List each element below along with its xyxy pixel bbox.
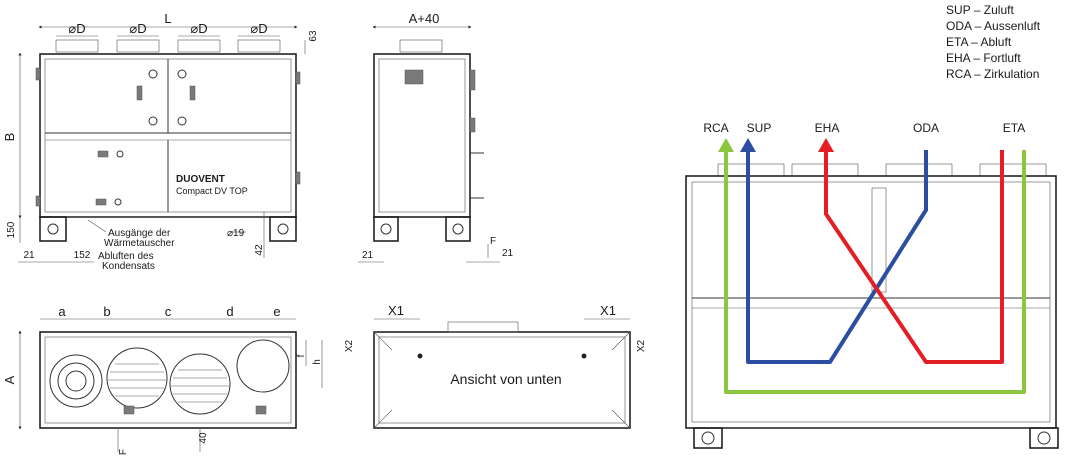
flow-label-eha: EHA xyxy=(815,121,840,135)
flow-label-eta: ETA xyxy=(1003,121,1025,135)
legend-eta: ETA – Abluft xyxy=(946,35,1012,49)
flow-label-sup: SUP xyxy=(747,121,772,135)
flow-arrow-sup xyxy=(740,138,756,152)
dim-side-f: F xyxy=(490,236,496,247)
dim-e: e xyxy=(273,304,280,319)
dim-height: B xyxy=(2,133,17,142)
flow-arrow-rca xyxy=(718,138,734,152)
dim-drain: ⌀19 xyxy=(227,228,245,239)
dim-left: 21 xyxy=(23,250,35,261)
flow-label-rca: RCA xyxy=(703,121,728,135)
dim-c: c xyxy=(165,304,172,319)
flow-path-sup xyxy=(746,148,928,364)
flow-path-eha xyxy=(824,148,1004,364)
note-outlets-1: Ausgänge der xyxy=(108,228,171,239)
dim-x2-right: X2 xyxy=(636,339,647,352)
legend-eha: EHA – Fortluft xyxy=(946,51,1021,65)
legend: SUP – Zuluft ODA – Aussenluft ETA – Ablu… xyxy=(946,3,1041,81)
flow-diagram: RCA SUP EHA ODA ETA xyxy=(685,121,1059,449)
bottom-view: Ansicht von unten X1 X1 X2 X2 xyxy=(344,303,647,429)
dim-b: b xyxy=(103,304,110,319)
dim-side-21a: 21 xyxy=(362,250,374,261)
dim-duct-2: ⌀D xyxy=(129,21,146,36)
dim-length: L xyxy=(164,11,171,26)
note-outlets-2: Wärmetauscher xyxy=(104,238,175,249)
flow-arrow-eha xyxy=(818,138,834,152)
brand-model: Compact DV TOP xyxy=(176,186,248,196)
note-drain-1: Abluften des xyxy=(98,251,154,262)
note-drain-2: Kondensats xyxy=(102,261,155,272)
dim-x2-left: X2 xyxy=(344,339,355,352)
dim-a: a xyxy=(58,304,66,319)
dim-top: 63 xyxy=(308,30,319,42)
dim-x1-right: X1 xyxy=(600,303,616,318)
dim-duct-4: ⌀D xyxy=(250,21,267,36)
dim-F-top: F xyxy=(118,449,129,455)
legend-rca: RCA – Zirkulation xyxy=(946,67,1039,81)
bottom-view-title: Ansicht von unten xyxy=(450,371,561,387)
dim-top-a: A xyxy=(2,375,17,384)
dim-duct-3: ⌀D xyxy=(190,21,207,36)
top-view: a b c d e A f h F 40 xyxy=(2,304,323,455)
legend-oda: ODA – Aussenluft xyxy=(946,19,1041,33)
dim-f-small: f xyxy=(296,354,307,357)
dim-duct-1: ⌀D xyxy=(68,21,85,36)
front-view: DUOVENT Compact DV TOP L ⌀D ⌀D ⌀D ⌀D 63 … xyxy=(2,11,319,272)
legend-sup: SUP – Zuluft xyxy=(946,3,1014,17)
dim-152: 152 xyxy=(74,250,91,261)
dim-width: A+40 xyxy=(409,11,440,26)
dim-x1-left: X1 xyxy=(388,303,404,318)
dim-side-21b: 21 xyxy=(502,248,514,259)
dim-foot: 150 xyxy=(6,221,17,238)
flow-path-rca xyxy=(724,148,1026,394)
dim-40: 40 xyxy=(198,432,209,444)
dim-h: h xyxy=(312,359,323,365)
brand-name: DUOVENT xyxy=(176,174,225,185)
flow-label-oda: ODA xyxy=(913,121,939,135)
dim-42: 42 xyxy=(254,244,265,256)
dim-d: d xyxy=(226,304,233,319)
side-view: A+40 21 F 21 xyxy=(358,11,514,263)
